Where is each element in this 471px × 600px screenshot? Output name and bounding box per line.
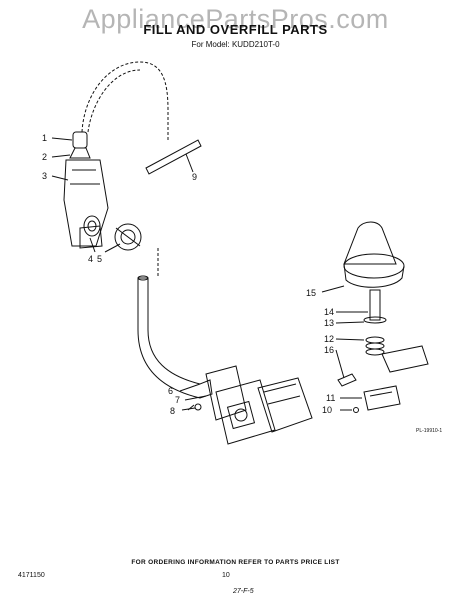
float-cap xyxy=(343,221,397,265)
callout-4: 4 xyxy=(88,254,93,264)
callout-12: 12 xyxy=(324,334,334,344)
leader-1 xyxy=(51,137,73,141)
watermark: AppliancePartsPros.com xyxy=(82,4,389,34)
page-title: FILL AND OVERFILL PARTS xyxy=(143,22,328,37)
fill-cap xyxy=(72,131,88,149)
rod xyxy=(145,139,202,175)
valve-bracket xyxy=(205,365,247,421)
callout-2: 2 xyxy=(42,152,47,162)
leader-3 xyxy=(51,175,69,181)
switch-bracket xyxy=(381,345,429,373)
hose-j xyxy=(137,277,213,399)
callout-11: 11 xyxy=(326,393,335,403)
callout-15: 15 xyxy=(306,288,316,298)
leader-7 xyxy=(184,395,207,401)
model-label: For Model: KUDD210T-0 xyxy=(191,40,280,49)
callout-7: 7 xyxy=(175,395,180,405)
valve-face xyxy=(226,400,256,430)
overfill-switch xyxy=(363,385,401,411)
leader-12 xyxy=(335,338,365,341)
spring xyxy=(365,336,385,344)
funnel-spout xyxy=(79,225,103,249)
callout-16: 16 xyxy=(324,345,334,355)
ordering-note: FOR ORDERING INFORMATION REFER TO PARTS … xyxy=(131,559,340,566)
callout-14: 14 xyxy=(324,307,334,317)
fill-nozzle xyxy=(69,147,91,159)
leader-16 xyxy=(335,349,345,379)
gasket xyxy=(83,215,101,237)
fill-funnel-body xyxy=(63,159,109,247)
leader-9 xyxy=(185,153,194,173)
diagram-code: PL-19910-1 xyxy=(416,428,443,434)
callout-5: 5 xyxy=(97,254,102,264)
fill-hose xyxy=(81,61,169,140)
callout-8: 8 xyxy=(170,406,175,416)
leader-13 xyxy=(335,321,365,324)
callout-6: 6 xyxy=(168,386,173,396)
page-stamp: 27-F-5 xyxy=(233,588,254,595)
leader-8 xyxy=(181,407,196,411)
callout-3: 3 xyxy=(42,171,47,181)
callout-1: 1 xyxy=(42,133,47,143)
float-stem xyxy=(369,289,381,321)
nut xyxy=(114,223,142,251)
callout-10: 10 xyxy=(322,405,332,415)
fill-hose-inner xyxy=(87,69,141,133)
water-valve-body xyxy=(215,379,276,445)
screw-8 xyxy=(194,403,202,411)
leader-15 xyxy=(321,285,345,293)
leader-4-5 xyxy=(89,237,121,253)
leader-2 xyxy=(51,154,71,158)
float-base xyxy=(343,253,405,279)
callout-9: 9 xyxy=(192,172,197,182)
callout-13: 13 xyxy=(324,318,334,328)
page-number: 10 xyxy=(222,572,230,579)
valve-solenoid xyxy=(257,377,313,433)
document-number: 4171150 xyxy=(18,572,45,579)
leader-6 xyxy=(179,383,201,392)
